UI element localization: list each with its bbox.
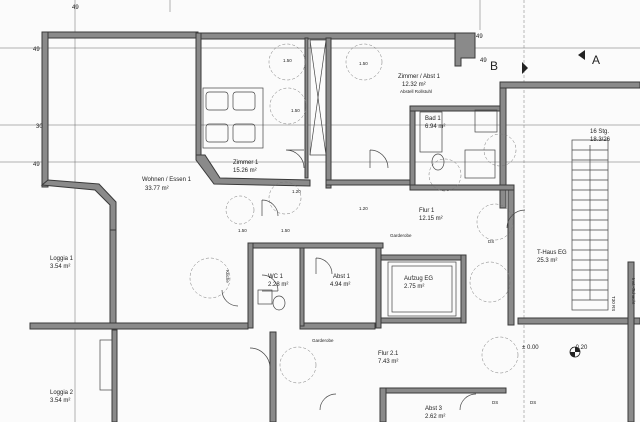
axis-30-left: 30	[36, 124, 43, 130]
axis-a-arrow-icon	[578, 50, 585, 60]
room-zimmerabst-area: 12.32 m²	[402, 82, 426, 88]
ds-mark-c: DS	[530, 400, 536, 405]
dim-120-a: 1.20	[292, 189, 301, 194]
stair	[571, 139, 609, 311]
room-flur1-note: Garderobe	[390, 233, 412, 238]
axis-49-top-right: 49	[476, 34, 483, 40]
room-bad-area: 6.94 m²	[425, 124, 445, 130]
kitchen-mark: Küche	[225, 270, 230, 283]
room-loggia1-name: Loggia 1	[50, 256, 74, 262]
ds-mark-b: DS	[492, 400, 498, 405]
turning-circles	[189, 43, 519, 384]
axis-a-label: A	[592, 53, 600, 67]
room-bad-name: Bad 1	[425, 116, 441, 122]
dim-150-d: 1.50	[238, 228, 247, 233]
room-thaus-name: T-Haus EG	[537, 250, 567, 256]
room-thaus-area: 25.3 m²	[537, 258, 557, 264]
schacht-note: T30 RS	[611, 296, 616, 311]
walls	[29, 31, 640, 422]
room-abst1-area: 4.94 m²	[330, 282, 350, 288]
room-zimmer1-name: Zimmer 1	[233, 160, 259, 166]
doors	[221, 149, 526, 411]
level-markers: ± 0.00 - 0.20	[522, 345, 588, 358]
room-flur21-name: Flur 2.1	[378, 351, 399, 357]
room-flur21-area: 7.43 m²	[378, 359, 398, 365]
room-loggia1-area: 3.54 m²	[50, 264, 70, 270]
ds-mark-a: DS	[488, 239, 494, 244]
room-loggia2-area: 3.54 m²	[50, 398, 70, 404]
room-wc-area: 2.28 m²	[268, 282, 288, 288]
stair-note: 18.3/26	[590, 137, 611, 143]
level-minus: - 0.20	[572, 345, 588, 351]
axis-49-top: 49	[72, 5, 79, 11]
dim-150-c: 1.50	[359, 61, 368, 66]
furniture	[99, 39, 498, 391]
room-abst3-area: 2.62 m²	[425, 414, 445, 420]
dim-150-e: 1.50	[281, 228, 290, 233]
room-zimmerabst-note: Abstell Rollstuhl	[400, 89, 432, 94]
room-loggia2-name: Loggia 2	[50, 390, 74, 396]
axis-49-top-left: 49	[33, 47, 40, 53]
stair-name: 16 Stg.	[590, 129, 609, 135]
room-zimmer1-area: 15.26 m²	[233, 168, 257, 174]
room-flur1-name: Flur 1	[419, 208, 435, 214]
level-zero: ± 0.00	[522, 345, 539, 351]
room-wc-name: WC 1	[268, 274, 284, 280]
room-abst1-name: Abst 1	[333, 274, 351, 280]
axis-b-arrow-icon	[522, 62, 528, 74]
dim-120-b: 1.20	[359, 206, 368, 211]
room-flur1-area: 12.15 m²	[419, 216, 443, 222]
axis-49-left: 49	[33, 162, 40, 168]
room-zimmerabst-name: Zimmer / Abst 1	[398, 74, 441, 80]
dim-150-a: 1.50	[283, 58, 292, 63]
schacht-name: Inst.-Schacht	[631, 278, 636, 305]
room-labels: Wohnen / Essen 1 33.77 m² Zimmer 1 15.26…	[50, 74, 636, 420]
room-flur21-note: Garderobe	[312, 338, 334, 343]
axis-b-label: B	[490, 59, 498, 73]
room-aufzug-name: Aufzug EG	[404, 276, 433, 282]
room-abst3-name: Abst 3	[425, 406, 443, 412]
room-wohnen-name: Wohnen / Essen 1	[142, 177, 192, 183]
room-wohnen-area: 33.77 m²	[145, 186, 169, 192]
dim-150-b: 1.50	[291, 108, 300, 113]
room-aufzug-area: 2.75 m²	[404, 284, 424, 290]
axis-49-right: 49	[480, 58, 487, 64]
axis-markers: 49 49 49 49 30 49 B A 1.50 1.50 1.50 1.5…	[33, 5, 600, 405]
